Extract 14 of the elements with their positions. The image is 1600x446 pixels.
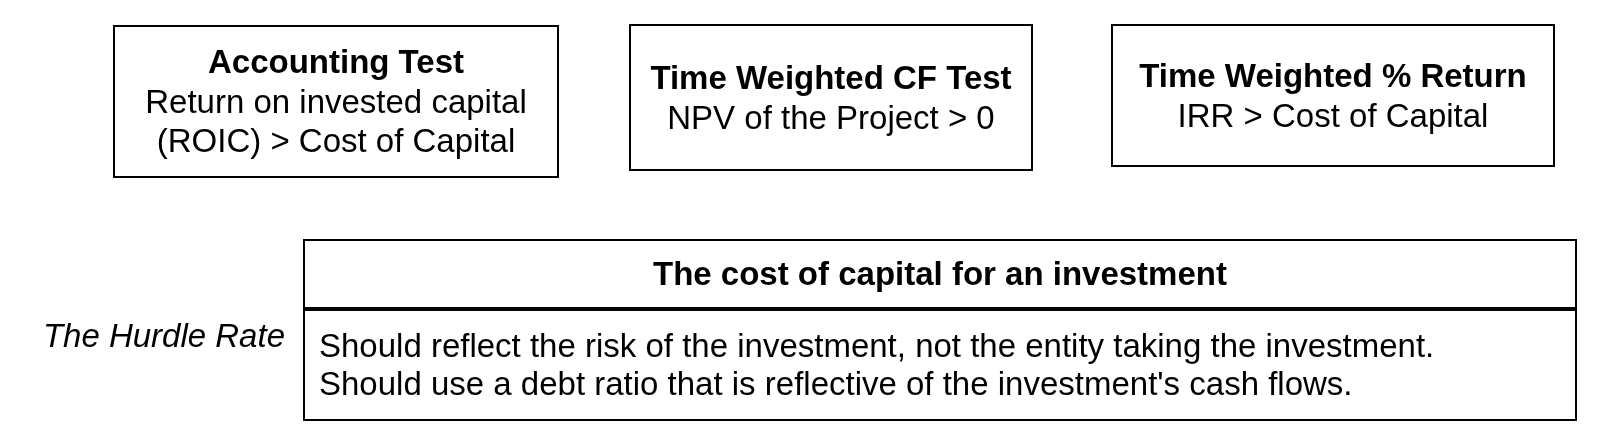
box-text: Return on invested capital (ROIC) > Cost of Capital [144,81,528,161]
box-text: NPV of the Project > 0 [667,97,995,137]
box-title: Time Weighted CF Test [650,58,1012,98]
info-box [629,24,1033,171]
box-title: The cost of capital for an investment [653,254,1227,294]
box-text: IRR > Cost of Capital [1177,95,1489,135]
side-label: The Hurdle Rate [42,316,285,356]
info-box [303,239,1577,421]
info-box [113,25,559,178]
box-text: Should use a debt ratio that is reflective of the investment's cash flows. [319,365,1353,403]
info-box [1111,24,1555,167]
box-title: Accounting Test [207,42,465,82]
box-text: Should reflect the risk of the investment, not the entity taking the investment. [319,327,1435,365]
box-title: Time Weighted % Return [1139,56,1527,96]
